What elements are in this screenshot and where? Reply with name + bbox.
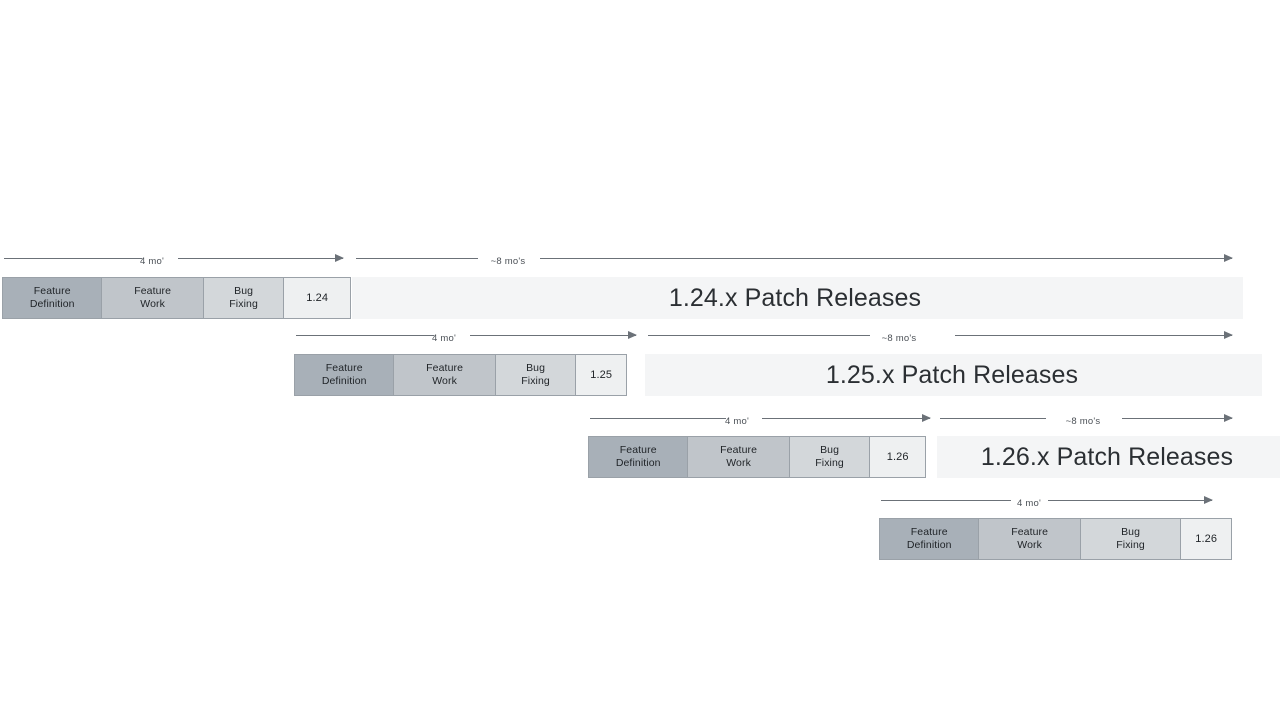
patch-duration-arrow-line-right (955, 335, 1232, 336)
development-duration-arrow-label: 4 mo' (725, 416, 749, 427)
development-duration-arrow-label: 4 mo' (1017, 498, 1041, 509)
patch-duration-arrow-arrowhead-icon (1224, 331, 1233, 339)
phase-segment-feature-definition: Feature Definition (589, 437, 689, 477)
patch-release-label: 1.24.x Patch Releases (668, 283, 922, 312)
development-duration-arrow-arrowhead-icon (628, 331, 637, 339)
patch-release-band: 1.26.x Patch Releases (937, 436, 1280, 478)
development-duration-arrow-line-right (470, 335, 636, 336)
patch-duration-arrow-arrowhead-icon (1224, 254, 1233, 262)
phase-segment-feature-work: Feature Work (102, 278, 204, 318)
development-duration-arrow-arrowhead-icon (922, 414, 931, 422)
phase-segment-version: 1.26 (1181, 519, 1231, 559)
development-duration-arrow-line-left (4, 258, 142, 259)
development-duration-arrow-arrowhead-icon (1204, 496, 1213, 504)
patch-duration-arrow-line-left (648, 335, 870, 336)
patch-release-label: 1.25.x Patch Releases (825, 360, 1079, 389)
patch-duration-arrow-line-left (940, 418, 1046, 419)
patch-duration-arrow-line-right (540, 258, 1232, 259)
patch-release-band: 1.25.x Patch Releases (645, 354, 1262, 396)
phase-segment-bug-fixing: Bug Fixing (495, 355, 577, 395)
development-duration-arrow-line-right (762, 418, 930, 419)
development-duration-arrow-line-right (178, 258, 343, 259)
phase-segment-bug-fixing: Bug Fixing (203, 278, 285, 318)
development-duration-arrow-line-left (296, 335, 434, 336)
development-duration-arrow-label: 4 mo' (432, 333, 456, 344)
patch-duration-arrow-label: ~8 mo's (1065, 416, 1101, 427)
phase-segment-feature-work: Feature Work (979, 519, 1081, 559)
development-duration-arrow-line-right (1048, 500, 1212, 501)
development-duration-arrow-line-left (881, 500, 1011, 501)
phase-segment-version: 1.26 (870, 437, 925, 477)
patch-duration-arrow-arrowhead-icon (1224, 414, 1233, 422)
phase-segment-feature-work: Feature Work (394, 355, 496, 395)
phase-segment-feature-definition: Feature Definition (295, 355, 395, 395)
phase-segment-version: 1.25 (576, 355, 627, 395)
patch-release-band: 1.24.x Patch Releases (352, 277, 1243, 319)
patch-release-label: 1.26.x Patch Releases (980, 442, 1234, 471)
development-duration-arrow-arrowhead-icon (335, 254, 344, 262)
patch-duration-arrow-label: ~8 mo's (881, 333, 917, 344)
phase-segment-feature-definition: Feature Definition (3, 278, 103, 318)
phase-segment-feature-work: Feature Work (688, 437, 790, 477)
development-duration-arrow-line-left (590, 418, 726, 419)
patch-duration-arrow-label: ~8 mo's (490, 256, 526, 267)
phase-segment-bug-fixing: Bug Fixing (789, 437, 871, 477)
phase-segment-version: 1.24 (284, 278, 350, 318)
patch-duration-arrow-line-left (356, 258, 478, 259)
development-duration-arrow-label: 4 mo' (140, 256, 164, 267)
patch-duration-arrow-line-right (1122, 418, 1232, 419)
phase-segment-bug-fixing: Bug Fixing (1080, 519, 1182, 559)
phase-segment-feature-definition: Feature Definition (880, 519, 980, 559)
